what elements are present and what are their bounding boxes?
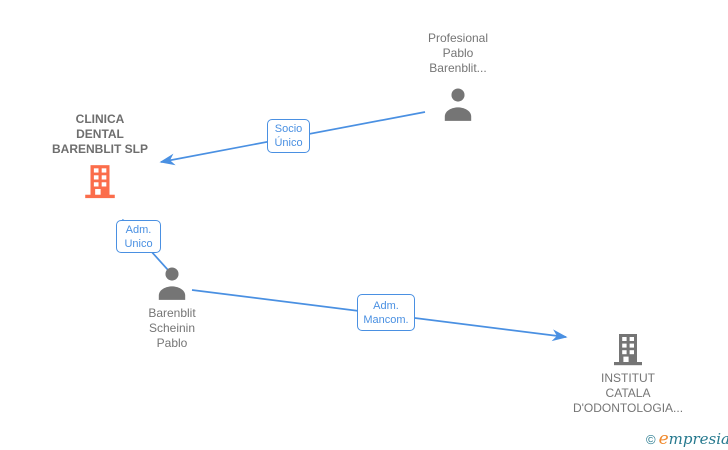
label-line: Barenblit — [148, 306, 196, 320]
edge-label-line: Único — [274, 137, 303, 149]
edge-label-line: Adm. — [373, 299, 399, 312]
brand-rest: mpresia — [668, 430, 728, 448]
label-line: INSTITUT — [601, 371, 655, 385]
label-line: Pablo — [156, 336, 188, 350]
edge-label-line: Socio — [274, 123, 303, 135]
node-label: CLINICA DENTAL BARENBLIT SLP — [52, 112, 148, 157]
person-icon — [444, 88, 472, 121]
node-label: Barenblit Scheinin Pablo — [148, 306, 195, 351]
label-line: DENTAL — [76, 127, 124, 141]
label-line: CLINICA — [75, 112, 125, 126]
node-institut-catala-odontologia[interactable]: INSTITUT CATALA D'ODONTOLOGIA... — [548, 331, 708, 416]
label-line: Barenblit... — [429, 61, 487, 75]
node-label: Profesional Pablo Barenblit... — [428, 31, 488, 76]
edge-label-line: Mancom. — [363, 313, 409, 326]
edge-label-line: Unico — [124, 237, 153, 250]
brand-first-letter: e — [658, 429, 669, 449]
label-line: Scheinin — [148, 321, 196, 335]
label-line: Profesional — [427, 31, 489, 45]
building-icon — [85, 165, 115, 199]
label-line: BARENBLIT SLP — [52, 142, 148, 156]
empresia-logo[interactable]: © empresia — [646, 429, 728, 449]
building-icon — [614, 334, 642, 366]
node-label: INSTITUT CATALA D'ODONTOLOGIA... — [573, 371, 683, 416]
label-line: Pablo — [442, 46, 474, 60]
person-icon — [158, 267, 186, 300]
empresia-brand-text: empresia — [659, 430, 728, 448]
edge-label-adm-unico: Adm. Unico — [116, 220, 161, 253]
label-line: CATALA — [605, 386, 651, 400]
node-barenblit-scheinin-pablo[interactable]: Barenblit Scheinin Pablo — [107, 264, 237, 351]
edge-label-adm-mancom: Adm. Mancom. — [357, 294, 415, 331]
edge-label-line: Adm. — [125, 223, 152, 236]
label-line: D'ODONTOLOGIA... — [572, 401, 684, 415]
node-profesional-pablo-barenblit[interactable]: Profesional Pablo Barenblit... — [383, 31, 533, 123]
copyright-icon: © — [646, 431, 656, 447]
node-clinica-dental-barenblit-slp[interactable]: CLINICA DENTAL BARENBLIT SLP — [20, 112, 180, 200]
edge-label-socio-unico: Socio Único — [267, 119, 310, 153]
